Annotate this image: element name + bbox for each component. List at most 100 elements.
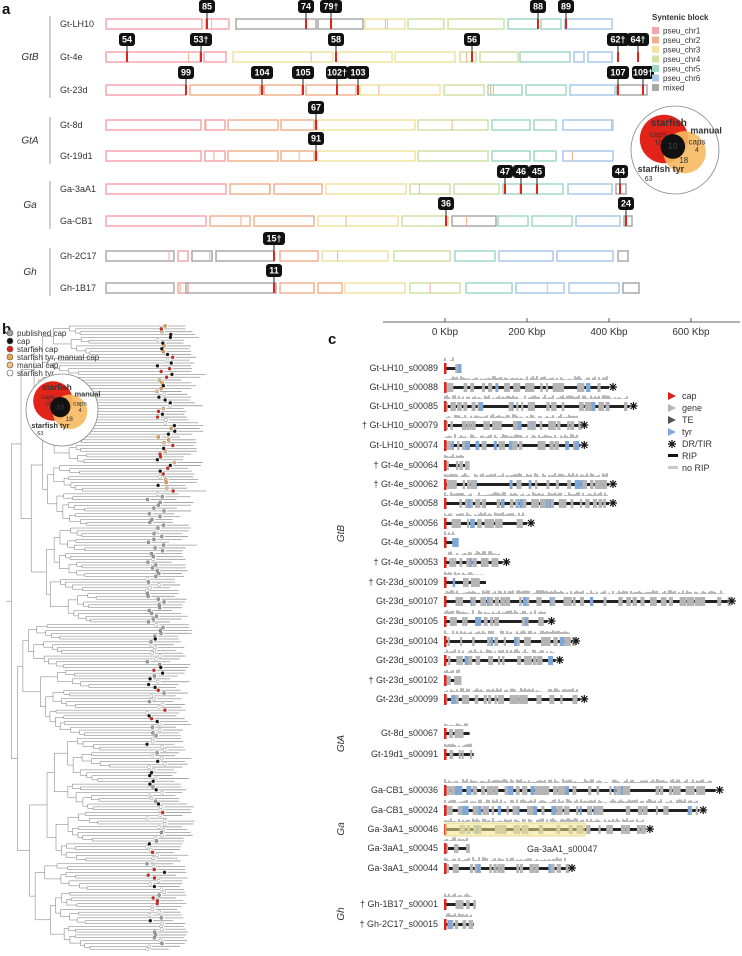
leaf-marker: [170, 355, 175, 360]
syntenic-block: [191, 250, 213, 262]
track: Gt-23d_s00099: [376, 688, 589, 705]
gene-mark: [509, 480, 513, 489]
gene-mark: [470, 383, 475, 392]
badge: [251, 66, 273, 79]
leaf-marker: [168, 403, 172, 408]
gene-mark: [445, 864, 449, 873]
gene-mark: [445, 844, 449, 853]
gene-mark: [475, 441, 480, 450]
leaf-marker: [145, 862, 149, 866]
gene-mark: [480, 597, 485, 606]
syntenic-block: [105, 84, 187, 96]
syntenic-block: [105, 250, 175, 262]
legend-label: pseu_chr5: [663, 65, 701, 74]
dr-tir-star: [727, 597, 736, 605]
gene-mark: [447, 637, 450, 646]
gene-mark: [489, 786, 494, 795]
leaf-marker: [148, 677, 152, 681]
leaf-marker: [154, 733, 158, 738]
track-label: † Gh-2C17_s00015: [359, 919, 438, 929]
gene-mark: [515, 499, 519, 508]
leaf-marker: [163, 449, 168, 453]
venn-center: [660, 134, 686, 159]
leaf-marker: [155, 751, 159, 755]
gene-mark: [459, 461, 463, 470]
leaf-marker: [150, 566, 155, 570]
gene-mark: [473, 900, 476, 909]
gene-mark: [554, 441, 559, 450]
leaf-marker: [160, 790, 164, 795]
gene-mark: [525, 383, 529, 392]
track: † Gt-23d_s00102: [368, 669, 462, 686]
leaf-marker: [162, 344, 166, 348]
track: Gt-8d_s00067: [381, 723, 470, 739]
track-label: Gt-4e_s00056: [381, 518, 438, 528]
gene-mark: [487, 695, 492, 704]
gene-mark: [477, 578, 480, 587]
leaf-marker: [156, 409, 161, 414]
track: † Gt-4e_s00053: [373, 551, 511, 568]
track: † Gh-2C17_s00015: [359, 913, 474, 930]
cap-mark: [444, 919, 447, 930]
venn-number-starfish: 18: [45, 402, 51, 408]
leaf-marker: [145, 577, 149, 581]
gene-mark: [461, 441, 466, 450]
gene-mark: [474, 864, 479, 873]
track-label: † Gt-LH10_s00079: [362, 420, 438, 430]
legend-label: manual cap: [17, 361, 59, 370]
leaf-marker: [157, 378, 162, 382]
leaf-marker: [147, 608, 151, 613]
gene-mark: [459, 729, 464, 738]
gene-mark: [467, 421, 470, 430]
gene-mark: [510, 786, 514, 795]
gene-mark: [475, 617, 479, 626]
leaf-marker: [161, 349, 166, 354]
gene-mark: [516, 402, 519, 411]
gene-mark: [697, 597, 701, 606]
synteny-row: [105, 18, 613, 30]
gene-mark: [500, 597, 503, 606]
leaf-marker: [165, 486, 169, 490]
gene-mark: [598, 402, 601, 411]
gene-mark: [476, 864, 481, 873]
gene-mark: [477, 806, 482, 815]
syntenic-block: [459, 51, 477, 63]
leaf-marker: [159, 887, 164, 892]
legend-marker: [6, 369, 14, 377]
gene-mark: [493, 786, 499, 795]
leaf-marker: [151, 557, 155, 562]
badge: [558, 0, 574, 13]
track: Ga-CB1_s00036: [371, 779, 724, 796]
syntenic-block: [317, 215, 399, 227]
leaf-marker: [150, 859, 155, 863]
gene-mark: [464, 695, 470, 704]
dr-tir-star: [527, 519, 535, 527]
badge: [530, 0, 546, 13]
gene-mark: [579, 499, 583, 508]
leaf-marker: [148, 881, 152, 886]
syntenic-block: [562, 150, 614, 162]
track-label: † Gt-4e_s00064: [373, 460, 438, 470]
syntenic-block: [227, 119, 279, 131]
leaf-marker: [149, 716, 154, 721]
gene-mark: [668, 597, 673, 606]
leaf-marker: [154, 614, 159, 618]
leaf-marker: [157, 571, 161, 576]
syntenic-block: [344, 282, 406, 294]
gene-mark: [549, 695, 555, 704]
syntenic-block: [203, 51, 227, 63]
gene-mark: [464, 656, 470, 665]
group-label: Gh: [336, 907, 347, 921]
gene-mark: [559, 786, 562, 795]
badge-label: 45: [532, 167, 542, 177]
leaf-marker: [150, 907, 155, 912]
gene-mark: [483, 558, 489, 567]
cap-mark: [444, 655, 447, 666]
gene-mark: [675, 786, 681, 795]
gene-mark: [539, 597, 542, 606]
gene-mark: [586, 383, 591, 392]
gene-mark: [642, 806, 648, 815]
leaf-marker: [169, 332, 173, 337]
gene-mark: [560, 383, 565, 392]
gene-mark: [679, 597, 684, 606]
